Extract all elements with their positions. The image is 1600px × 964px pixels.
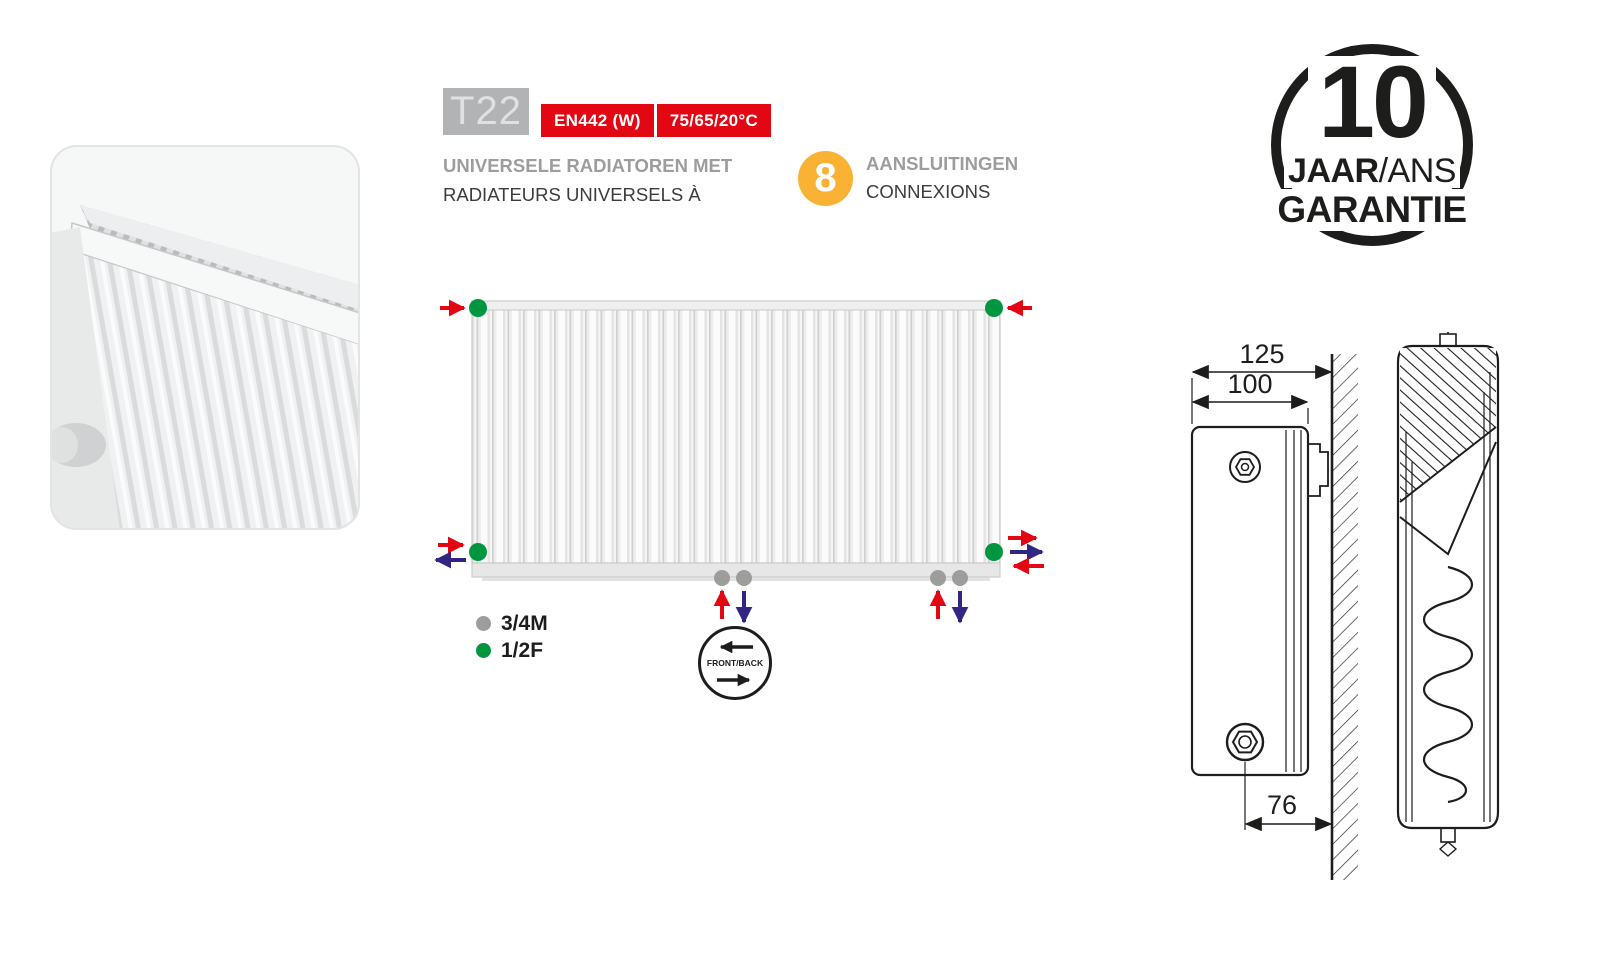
technical-drawing: 125 100 76 bbox=[1160, 332, 1590, 892]
spec-badges: EN442 (W) 75/65/20°C bbox=[541, 104, 772, 137]
radiator-front-view bbox=[471, 300, 1001, 581]
warranty-line-jaar-ans: JAAR/ANS bbox=[1284, 151, 1460, 190]
dim-label-76: 76 bbox=[1267, 790, 1297, 820]
gray-connection-dot-icon bbox=[736, 570, 752, 586]
warranty-jaar: JAAR bbox=[1288, 151, 1379, 190]
connections-group: 8 AANSLUITINGEN CONNEXIONS bbox=[798, 150, 1018, 206]
gray-connection-dot-icon bbox=[714, 570, 730, 586]
warranty-ans: /ANS bbox=[1378, 151, 1457, 190]
water-channel-serpentine bbox=[1422, 565, 1474, 804]
warranty-years: 10 bbox=[1308, 51, 1436, 153]
legend-row-male: 3/4M bbox=[476, 610, 548, 637]
model-code: T22 bbox=[443, 88, 529, 135]
wall-bracket bbox=[1308, 443, 1329, 497]
radiator-photo-illustration bbox=[50, 145, 360, 530]
connection-points bbox=[469, 299, 1003, 586]
section-cut-line bbox=[1399, 441, 1497, 556]
title-french: RADIATEURS UNIVERSELS À bbox=[443, 184, 701, 205]
front-back-badge: FRONT/BACK bbox=[696, 624, 774, 702]
top-plug-icon bbox=[1229, 451, 1261, 483]
green-connection-dot-icon bbox=[985, 299, 1003, 317]
cross-section-drawing bbox=[1396, 332, 1500, 857]
wall-hatch bbox=[1332, 354, 1358, 880]
gray-dot-icon bbox=[476, 616, 491, 631]
photo-rounded-frame bbox=[50, 145, 360, 530]
dimension-100: 100 bbox=[1191, 369, 1309, 424]
legend-row-female: 1/2F bbox=[476, 637, 548, 664]
grille-edge bbox=[80, 205, 360, 310]
dim-label-100: 100 bbox=[1227, 369, 1272, 399]
radiator-connections-diagram bbox=[430, 285, 1070, 630]
connection-legend: 3/4M 1/2F bbox=[476, 610, 548, 664]
dimension-125: 125 bbox=[1191, 339, 1333, 424]
dimension-76: 76 bbox=[1244, 762, 1333, 832]
radiator-product-photo bbox=[50, 145, 360, 530]
title-dutch: UNIVERSELE RADIATOREN MET bbox=[443, 155, 733, 176]
corrugated-front-panel bbox=[68, 250, 360, 530]
flow-arrows bbox=[434, 299, 1044, 624]
bleed-valve-icon bbox=[1439, 332, 1457, 347]
connections-label-dutch: AANSLUITINGEN bbox=[866, 153, 1019, 174]
bottom-valve-icon bbox=[1225, 722, 1265, 762]
product-titles: UNIVERSELE RADIATOREN MET RADIATEURS UNI… bbox=[443, 151, 732, 209]
front-back-label: FRONT/BACK bbox=[707, 658, 764, 668]
green-connection-dot-icon bbox=[469, 543, 487, 561]
warranty-badge: 10 JAAR/ANS GARANTIE bbox=[1258, 28, 1486, 274]
gray-connection-dot-icon bbox=[930, 570, 946, 586]
side-view-drawing bbox=[1190, 425, 1329, 777]
warranty-garantie: GARANTIE bbox=[1270, 188, 1474, 231]
green-dot-icon bbox=[476, 643, 491, 658]
drain-valve-icon bbox=[1438, 827, 1458, 857]
green-connection-dot-icon bbox=[985, 543, 1003, 561]
gray-connection-dot-icon bbox=[952, 570, 968, 586]
legend-label-male: 3/4M bbox=[501, 611, 548, 635]
dim-label-125: 125 bbox=[1239, 339, 1284, 369]
standard-badge: EN442 (W) bbox=[541, 104, 654, 137]
connections-label-french: CONNEXIONS bbox=[866, 181, 991, 202]
connections-count-badge: 8 bbox=[798, 150, 853, 206]
grille-section-hatch bbox=[1400, 348, 1496, 502]
warranty-circle-icon bbox=[1271, 44, 1473, 246]
legend-label-female: 1/2F bbox=[501, 638, 544, 662]
green-connection-dot-icon bbox=[469, 299, 487, 317]
valve-knob-cap bbox=[50, 427, 78, 463]
wall-section bbox=[1330, 354, 1358, 880]
temperature-badge: 75/65/20°C bbox=[656, 104, 772, 137]
